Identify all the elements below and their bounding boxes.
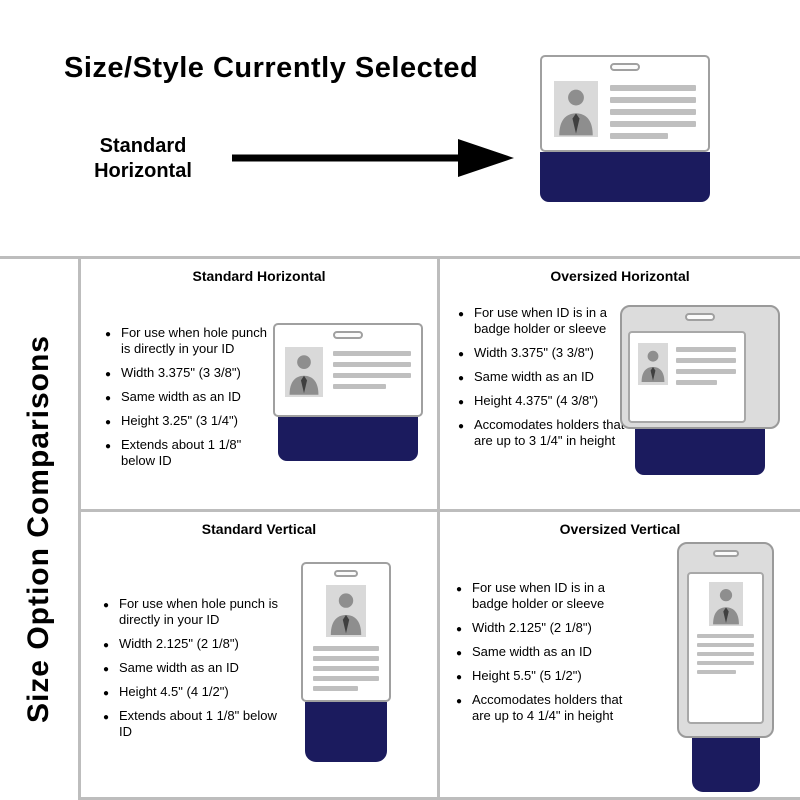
id-card xyxy=(687,572,764,724)
badge-oversized-vertical-illustration xyxy=(677,542,774,792)
bullet-item: For use when hole punch is directly in y… xyxy=(105,325,273,357)
person-icon xyxy=(330,593,362,635)
text-lines xyxy=(313,646,379,691)
feature-list: For use when ID is in a badge holder or … xyxy=(458,305,626,457)
bullet-item: For use when hole punch is directly in y… xyxy=(103,596,285,628)
badge-holder xyxy=(677,542,774,738)
panel-oversized-vertical: Oversized Vertical For use when ID is in… xyxy=(437,512,800,800)
bullet-item: Height 4.5" (4 1/2") xyxy=(103,684,285,702)
id-card xyxy=(273,323,423,417)
photo-placeholder xyxy=(326,585,366,637)
bullet-item: Width 3.375" (3 3/8") xyxy=(105,365,273,383)
text-lines xyxy=(676,347,736,391)
text-lines xyxy=(610,85,696,145)
bullet-item: Extends about 1 1/8" below ID xyxy=(103,708,285,740)
person-icon xyxy=(712,589,739,625)
badge-navy-extension xyxy=(305,702,387,762)
photo-placeholder xyxy=(285,347,323,397)
bullet-item: Same width as an ID xyxy=(458,369,626,387)
text-lines xyxy=(333,351,411,395)
bullet-item: For use when ID is in a badge holder or … xyxy=(456,580,644,612)
lanyard-slot-icon xyxy=(610,63,640,71)
badge-navy-extension xyxy=(635,429,765,475)
bullet-item: Width 2.125" (2 1/8") xyxy=(456,620,644,638)
bullet-item: Accomodates holders that are up to 3 1/4… xyxy=(458,417,626,449)
selected-style-label: Standard Horizontal xyxy=(94,135,192,182)
bullet-item: Height 4.375" (4 3/8") xyxy=(458,393,626,411)
bullet-item: Height 5.5" (5 1/2") xyxy=(456,668,644,686)
bullet-item: Width 2.125" (2 1/8") xyxy=(103,636,285,654)
comparison-grid: Standard Horizontal For use when hole pu… xyxy=(78,259,800,800)
photo-placeholder xyxy=(708,582,743,626)
badge-standard-horizontal-selected xyxy=(540,55,710,202)
panel-oversized-horizontal: Oversized Horizontal For use when ID is … xyxy=(437,259,800,512)
lanyard-slot-icon xyxy=(334,570,358,577)
bullet-item: Width 3.375" (3 3/8") xyxy=(458,345,626,363)
bullet-item: For use when ID is in a badge holder or … xyxy=(458,305,626,337)
bullet-item: Same width as an ID xyxy=(456,644,644,662)
panel-standard-vertical: Standard Vertical For use when hole punc… xyxy=(78,512,437,800)
person-icon xyxy=(559,89,593,136)
id-card xyxy=(628,331,746,423)
panel-title: Oversized Vertical xyxy=(559,521,681,537)
badge-oversized-horizontal-illustration xyxy=(620,305,780,475)
panel-title: Oversized Horizontal xyxy=(550,268,690,284)
feature-list: For use when hole punch is directly in y… xyxy=(105,325,273,477)
page-title: Size/Style Currently Selected xyxy=(64,52,479,84)
lanyard-slot-icon xyxy=(333,331,363,339)
id-card xyxy=(540,55,710,152)
feature-list: For use when ID is in a badge holder or … xyxy=(456,580,644,732)
photo-placeholder xyxy=(638,343,668,385)
badge-standard-vertical-illustration xyxy=(301,562,391,762)
section-title-vertical: Size Option Comparisons xyxy=(22,335,55,724)
bullet-item: Extends about 1 1/8" below ID xyxy=(105,437,273,469)
id-card xyxy=(301,562,391,702)
person-icon xyxy=(289,355,319,395)
feature-list: For use when hole punch is directly in y… xyxy=(103,596,285,748)
panel-title: Standard Vertical xyxy=(201,521,317,537)
lanyard-slot-icon xyxy=(712,550,739,557)
bullet-item: Same width as an ID xyxy=(105,389,273,407)
badge-standard-horizontal-illustration xyxy=(273,323,423,461)
panel-title: Standard Horizontal xyxy=(192,268,326,284)
bullet-item: Accomodates holders that are up to 4 1/4… xyxy=(456,692,644,724)
comparison-section: Size Option Comparisons Standard Horizon… xyxy=(0,256,800,800)
bullet-item: Same width as an ID xyxy=(103,660,285,678)
badge-holder xyxy=(620,305,780,429)
badge-navy-extension xyxy=(278,417,418,461)
bullet-item: Height 3.25" (3 1/4") xyxy=(105,413,273,431)
badge-navy-extension xyxy=(691,738,760,792)
text-lines xyxy=(697,634,754,674)
arrow-right-icon xyxy=(232,139,514,177)
badge-navy-extension xyxy=(540,152,710,202)
photo-placeholder xyxy=(554,81,598,137)
lanyard-slot-icon xyxy=(685,313,715,321)
person-icon xyxy=(641,350,665,382)
panel-standard-horizontal: Standard Horizontal For use when hole pu… xyxy=(78,259,437,512)
